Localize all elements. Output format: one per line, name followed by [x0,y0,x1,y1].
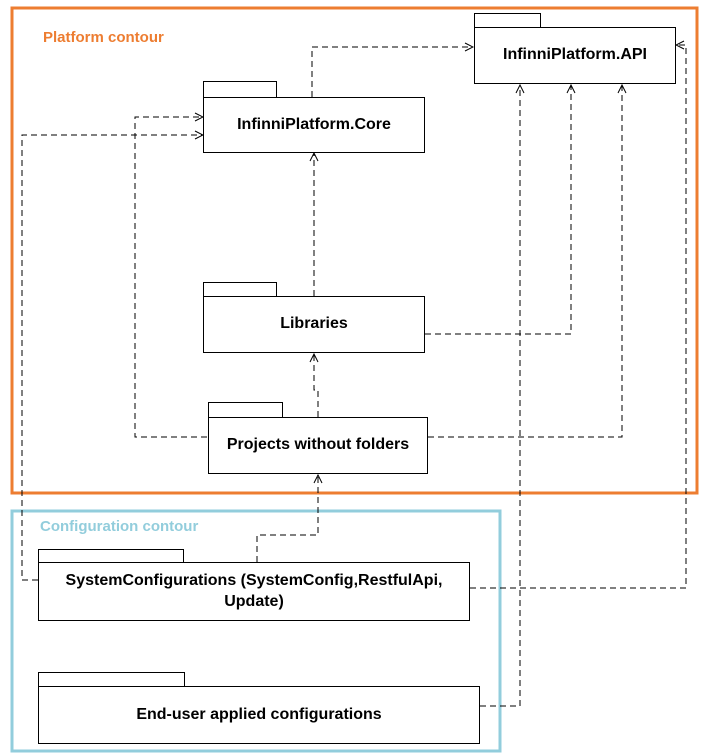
dep-enduser-to-api [480,85,520,707]
configuration-contour-frame [10,509,502,753]
system-config-line-1: SystemConfigurations (SystemConfig,Restf… [65,571,443,589]
dep-sysconfig-to-core [21,135,203,581]
package-tab [203,81,277,98]
package-libraries-label: Libraries [203,296,425,353]
package-core-label: InfinniPlatform.Core [203,97,425,153]
package-tab [208,402,283,418]
dep-projects-to-core [134,117,207,438]
dep-sysconfig-to-api [470,45,687,589]
package-end-user-label: End-user applied configurations [38,686,480,744]
platform-contour-label: Platform contour [43,29,164,46]
package-tab [203,282,277,297]
dep-projects-to-libraries [314,354,319,417]
package-projects-label: Projects without folders [208,417,428,474]
dep-core-to-api [311,47,473,97]
package-tab [38,672,185,687]
dep-projects-to-api [428,85,622,438]
configuration-contour-label: Configuration contour [40,518,199,535]
package-api-label: InfinniPlatform.API [474,27,676,84]
platform-contour-frame [10,6,699,495]
package-tab [474,13,541,27]
package-tab [38,549,184,563]
package-system-configurations-label: SystemConfigurations (SystemConfig,Restf… [38,562,470,621]
dep-sysconfig-to-projects [256,475,318,562]
system-config-line-2: Update) [224,592,284,610]
dep-libraries-to-api [425,85,571,335]
